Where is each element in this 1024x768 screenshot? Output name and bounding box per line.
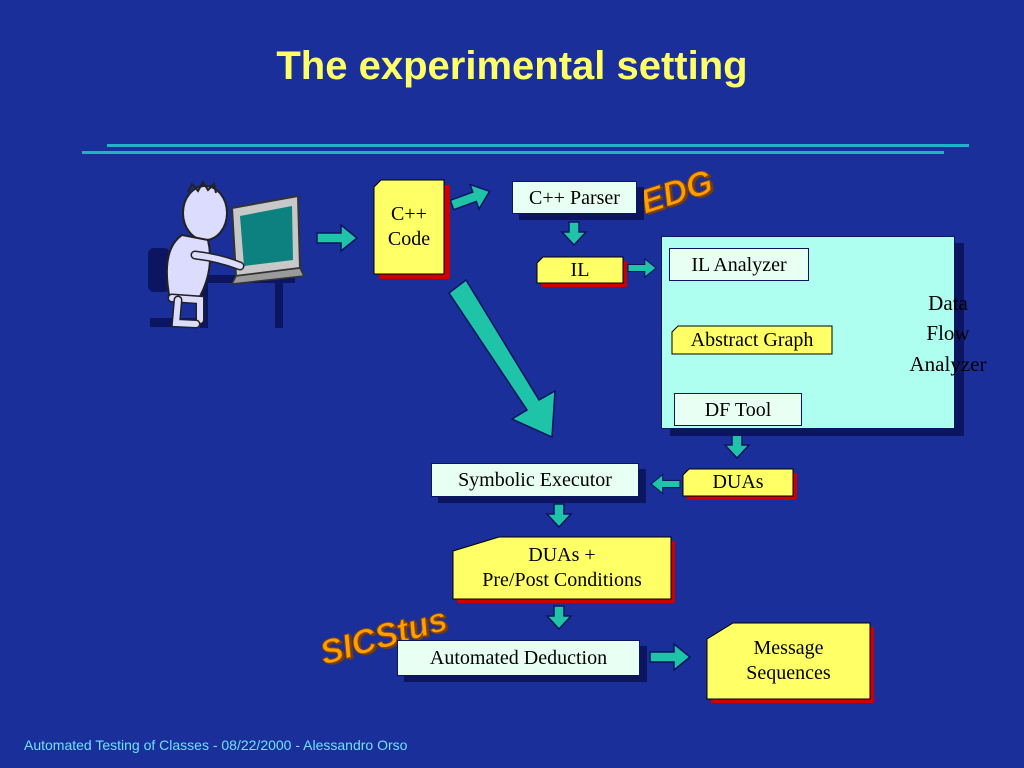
duas-conditions-line-2: Pre/Post Conditions bbox=[482, 569, 642, 591]
dfa-label-line-2: Flow bbox=[926, 321, 970, 346]
duas-document: DUAs bbox=[682, 468, 797, 500]
arrow-executor-to-conditions bbox=[546, 503, 572, 528]
message-sequences-line-2: Sequences bbox=[746, 662, 831, 684]
cpp-code-line-2: Code bbox=[387, 228, 431, 250]
cpp-code-document: C++ Code bbox=[373, 179, 450, 279]
slide-title: The experimental setting bbox=[276, 44, 748, 88]
df-tool-label: DF Tool bbox=[704, 398, 772, 421]
duas-conditions-document: DUAs + Pre/Post Conditions bbox=[452, 536, 675, 603]
message-sequences-line-1: Message bbox=[753, 637, 824, 659]
arrow-dftool-to-duas bbox=[724, 434, 750, 459]
abstract-graph-label: Abstract Graph bbox=[690, 328, 814, 351]
automated-deduction-box: Automated Deduction bbox=[397, 640, 640, 676]
dfa-label-line-3: Analyzer bbox=[909, 351, 987, 376]
il-document: IL bbox=[536, 256, 627, 287]
cpp-parser-box: C++ Parser bbox=[512, 181, 637, 214]
edg-logo: EDG EDG bbox=[635, 162, 720, 223]
title-rule-bottom bbox=[82, 151, 944, 154]
arrow-code-to-executor bbox=[447, 278, 556, 439]
symbolic-executor-label: Symbolic Executor bbox=[458, 469, 612, 491]
person-at-computer-illustration bbox=[148, 180, 306, 329]
arrow-code-to-parser bbox=[446, 178, 495, 218]
arrow-deduction-to-messages bbox=[649, 643, 691, 671]
arrow-parser-to-il bbox=[561, 221, 587, 246]
il-analyzer-box: IL Analyzer bbox=[669, 248, 809, 281]
duas-conditions-line-1: DUAs + bbox=[528, 544, 596, 566]
title-rule-top bbox=[107, 144, 969, 147]
df-tool-box: DF Tool bbox=[674, 393, 802, 426]
il-label: IL bbox=[570, 258, 590, 281]
symbolic-executor-box: Symbolic Executor bbox=[431, 463, 639, 497]
dfa-label-line-1: Data bbox=[928, 291, 968, 315]
duas-label: DUAs bbox=[712, 471, 764, 493]
arrow-conditions-to-deduction bbox=[546, 605, 572, 630]
automated-deduction-label: Automated Deduction bbox=[429, 647, 608, 669]
abstract-graph-document: Abstract Graph bbox=[671, 325, 833, 355]
il-analyzer-label: IL Analyzer bbox=[691, 253, 787, 276]
cpp-code-line-1: C++ bbox=[391, 203, 427, 225]
arrow-il-to-analyzer bbox=[627, 258, 657, 278]
slide-footer: Automated Testing of Classes - 08/22/200… bbox=[24, 737, 408, 753]
cpp-parser-label: C++ Parser bbox=[529, 186, 620, 209]
arrow-user-to-code bbox=[316, 224, 358, 252]
arrow-duas-to-executor bbox=[650, 474, 681, 494]
data-flow-analyzer-label: Data Flow Analyzer bbox=[893, 288, 1003, 379]
